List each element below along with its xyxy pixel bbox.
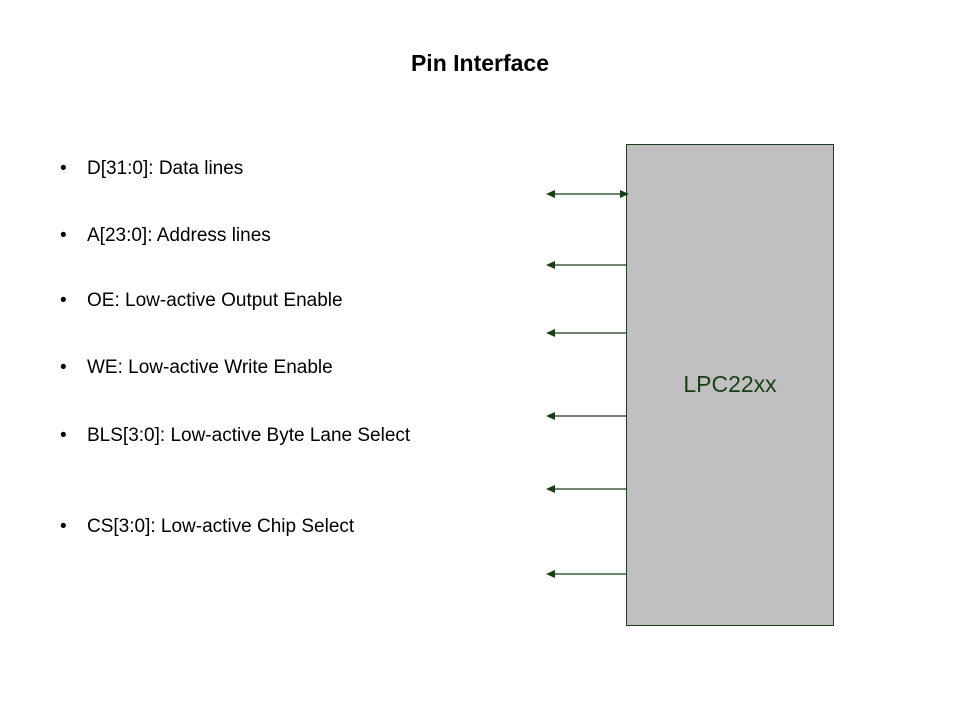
- bullet-icon: •: [60, 225, 67, 246]
- bullet-text: WE: Low-active Write Enable: [87, 357, 333, 378]
- arrowhead-icon: [546, 261, 555, 269]
- bullet-text: CS[3:0]: Low-active Chip Select: [87, 516, 355, 537]
- bullet-text: BLS[3:0]: Low-active Byte Lane Select: [87, 425, 411, 446]
- arrowhead-icon: [546, 329, 555, 337]
- arrowhead-icon: [546, 570, 555, 578]
- bullet-icon: •: [60, 516, 67, 537]
- bullet-icon: •: [60, 357, 67, 378]
- signal-arrow: [546, 412, 626, 420]
- bullet-text: OE: Low-active Output Enable: [87, 290, 343, 311]
- chip-block: LPC22xx: [626, 144, 834, 626]
- signal-arrow: [546, 261, 626, 269]
- arrowhead-icon: [546, 485, 555, 493]
- bullet-icon: •: [60, 425, 67, 446]
- signal-arrow: [546, 485, 626, 493]
- signal-arrow: [546, 190, 629, 198]
- signal-arrow: [546, 329, 626, 337]
- bullet-text: A[23:0]: Address lines: [87, 225, 271, 246]
- bullet-icon: •: [60, 290, 67, 311]
- bullet-text: D[31:0]: Data lines: [87, 158, 244, 179]
- arrowhead-icon: [620, 190, 629, 198]
- bullet-icon: •: [60, 158, 67, 179]
- slide-title: Pin Interface: [410, 50, 550, 76]
- arrowhead-icon: [546, 190, 555, 198]
- chip-label: LPC22xx: [683, 371, 777, 397]
- arrowhead-icon: [546, 412, 555, 420]
- signal-arrow: [546, 570, 626, 578]
